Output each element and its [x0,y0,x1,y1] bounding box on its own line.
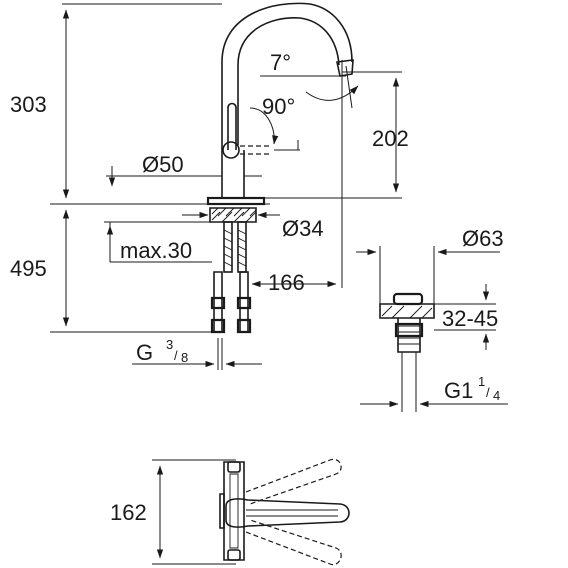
waste-nut [394,322,424,338]
hose-left [213,271,223,333]
dim-90deg-arc [249,107,279,145]
mount-block [209,207,257,223]
label-90deg: 90° [262,94,295,119]
plan-view [152,458,350,566]
plan-body [223,461,245,561]
label-7deg: 7° [270,50,291,75]
label-162: 162 [110,500,147,525]
waste-body [379,303,435,319]
dim-7deg-arc [305,85,359,101]
plan-lever [225,498,350,528]
label-495: 495 [10,256,47,281]
base-flange [206,196,266,206]
waste-threads [398,325,420,345]
svg-text:/: / [486,385,490,400]
label-g38-num: 3 [166,337,173,352]
hose-right [239,271,249,333]
label-diam-63: Ø63 [462,226,504,251]
mount-hatch [211,207,257,223]
faucet-side-view [206,2,354,334]
waste-hatch [381,305,433,319]
label-diam-50: Ø50 [142,152,184,177]
label-max-30: max.30 [120,238,192,263]
plan-lever-rotated-down [245,519,342,566]
shank-left [223,221,233,273]
lever-handle [227,102,237,150]
label-diam-34: Ø34 [282,216,324,241]
spout-outer [221,2,353,150]
label-g114-den: 4 [493,388,500,403]
hose-left-nut [210,296,226,334]
lever-rotated-dashed [240,145,272,155]
label-g38-main: G [136,340,153,365]
svg-text:/: / [174,348,178,363]
shank-threads [223,229,247,267]
label-32-45: 32-45 [442,306,498,331]
plan-side-bump [219,493,225,529]
plan-body-inner [229,473,239,549]
spout-tip [336,59,354,77]
label-166: 166 [268,270,305,295]
hose-right-nut [236,296,252,334]
spout-inner [237,17,340,145]
dimension-labels: 303 495 7° 90° 202 Ø50 Ø34 max.30 166 Ø6… [10,50,504,525]
faucet-body [221,150,245,198]
label-g114-num: 1 [478,374,485,389]
plan-lever-rotated-up [245,458,342,505]
lever-pivot [222,141,240,159]
waste-cap [392,292,424,306]
label-g114-main: G1 [444,378,473,403]
dimension-lines [50,3,402,370]
label-202: 202 [372,126,409,151]
label-g38-den: 8 [181,350,188,365]
waste-view [356,246,508,412]
label-303: 303 [10,92,47,117]
